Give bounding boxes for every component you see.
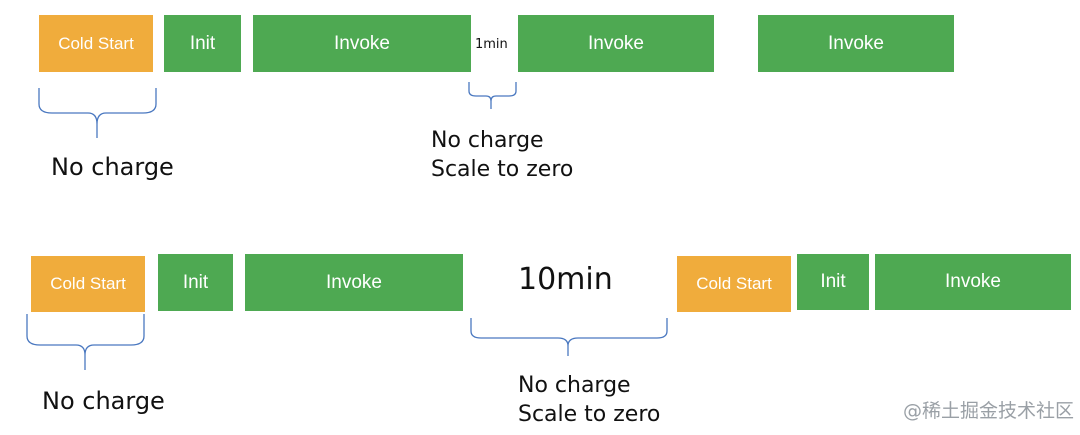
cold-start-block: Cold Start <box>31 256 145 312</box>
invoke-block: Invoke <box>758 15 954 72</box>
scale-to-zero-text: Scale to zero <box>431 156 574 182</box>
gap-duration-label: 1min <box>475 37 508 52</box>
invoke-block: Invoke <box>875 254 1071 310</box>
scale-to-zero-text: Scale to zero <box>518 401 661 427</box>
no-charge-note: No charge <box>51 153 174 181</box>
gap-note: No charge Scale to zero <box>431 127 573 184</box>
brace-cold-start <box>26 314 145 370</box>
invoke-block: Invoke <box>245 254 463 311</box>
init-block: Init <box>797 254 869 310</box>
no-charge-text: No charge <box>431 128 544 153</box>
brace-gap <box>470 318 668 356</box>
cold-start-block: Cold Start <box>677 256 791 312</box>
cold-start-block: Cold Start <box>39 15 153 72</box>
gap-duration-label: 10min <box>518 262 613 297</box>
init-block: Init <box>158 254 233 311</box>
invoke-block: Invoke <box>518 15 714 72</box>
no-charge-text: No charge <box>518 373 631 398</box>
no-charge-note: No charge <box>42 387 165 415</box>
invoke-block: Invoke <box>253 15 471 72</box>
brace-cold-start <box>38 88 157 138</box>
brace-gap <box>468 82 517 109</box>
gap-note: No charge Scale to zero <box>518 372 660 429</box>
watermark: @稀土掘金技术社区 <box>903 400 1075 422</box>
init-block: Init <box>164 15 241 72</box>
